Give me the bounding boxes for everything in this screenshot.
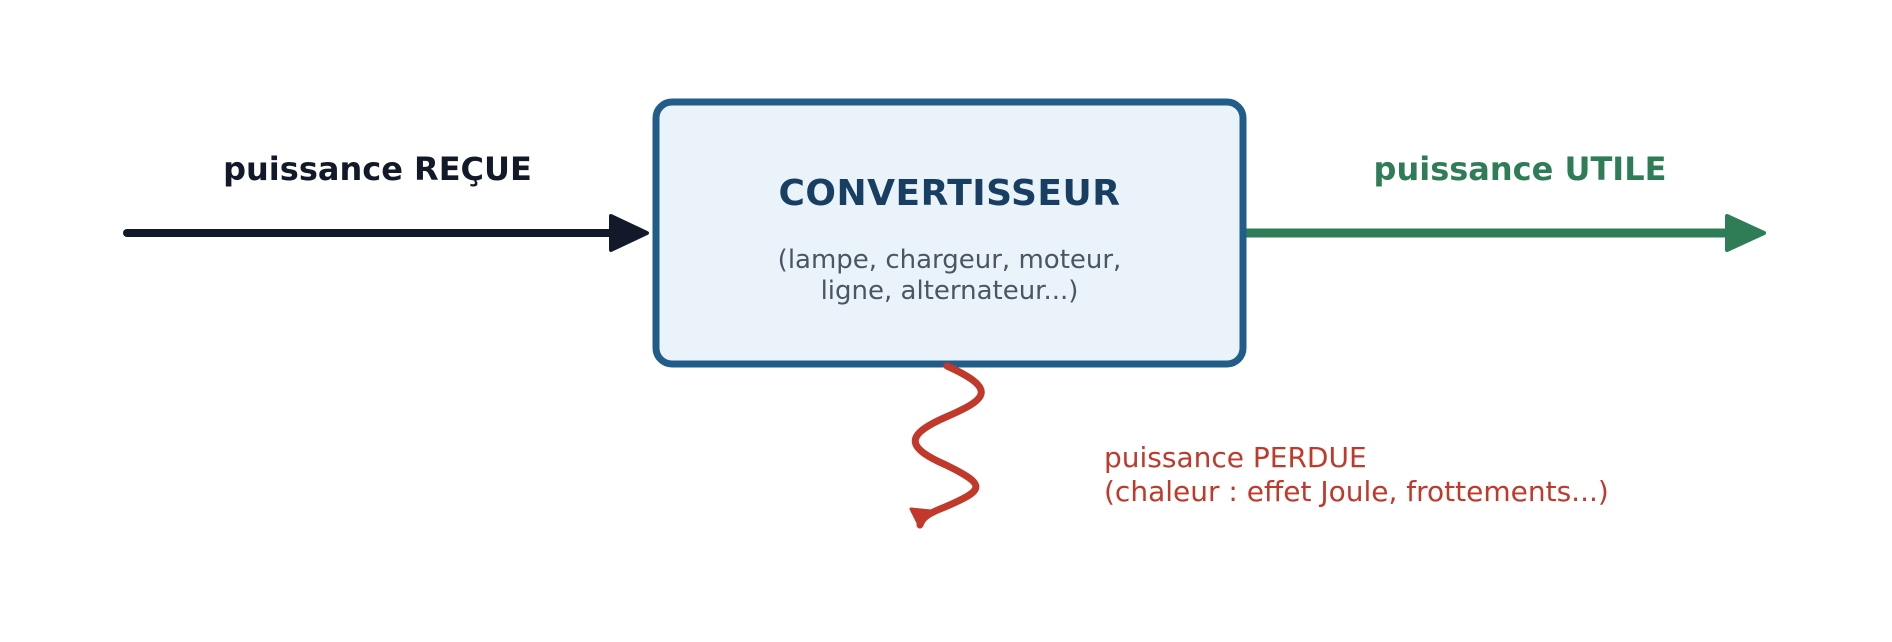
converter-subtitle-line2: ligne, alternateur...) <box>820 276 1079 306</box>
converter-subtitle-line1: (lampe, chargeur, moteur, <box>777 245 1122 275</box>
input-arrow-head <box>609 214 649 252</box>
loss-label-line2: (chaleur : effet Joule, frottements...) <box>1104 475 1609 508</box>
loss-label-line1: puissance PERDUE <box>1104 441 1367 474</box>
loss-wavy-arrow <box>912 362 985 529</box>
converter-title: CONVERTISSEUR <box>778 173 1121 214</box>
loss-arrow-head <box>909 507 933 529</box>
input-power-label: puissance REÇUE <box>223 150 532 188</box>
converter-box <box>652 98 1247 368</box>
output-arrow-head <box>1725 214 1766 252</box>
output-power-label: puissance UTILE <box>1373 150 1667 188</box>
